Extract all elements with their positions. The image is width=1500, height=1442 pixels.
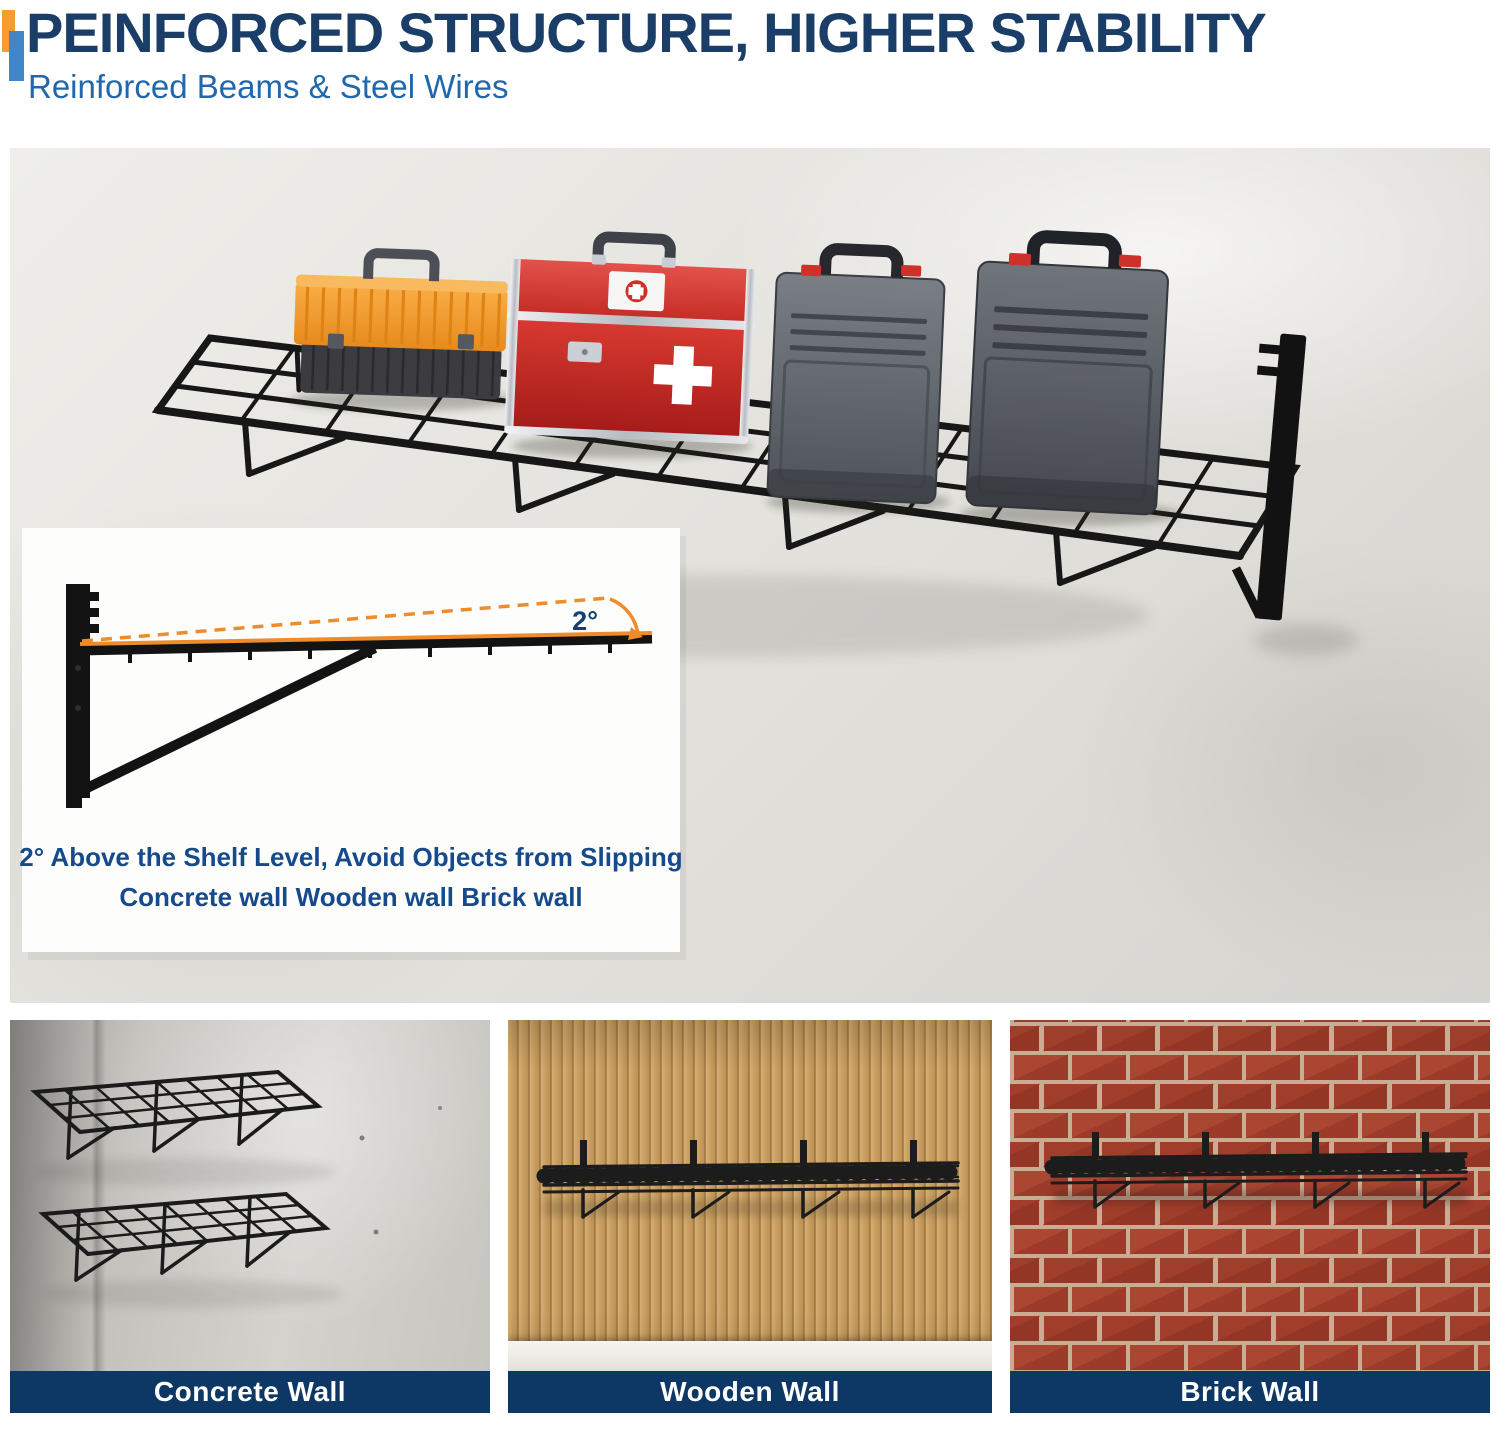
toolbox-handle (363, 248, 440, 282)
brick-shelf-svg (1044, 1132, 1474, 1209)
accent-bar-blue (9, 31, 24, 81)
angle-label: 2° (572, 606, 598, 636)
angle-diagram-inset: 2° 2° Above the Shelf Level, Avoid Objec… (19, 528, 686, 960)
red-first-aid-case (504, 231, 756, 445)
shelf-under-braces (242, 419, 1157, 586)
caption-label: Concrete Wall (153, 1376, 347, 1407)
wall-type-gallery: Concrete Wall (10, 1020, 1490, 1413)
caption-label: Brick Wall (1180, 1376, 1320, 1407)
concrete-wall-photo (10, 1020, 490, 1371)
caption-bar-brick: Brick Wall (1010, 1371, 1490, 1413)
white-cross-icon (653, 345, 713, 405)
wall-mount-bracket (1231, 333, 1307, 621)
wooden-shelf-svg (536, 1140, 966, 1219)
hero-scene-svg: 2° 2° Above the Shelf Level, Avoid Objec… (19, 230, 1358, 960)
page-subtitle: Reinforced Beams & Steel Wires (28, 67, 509, 105)
caption-bar-wooden: Wooden Wall (508, 1371, 992, 1413)
baseboard (508, 1341, 992, 1371)
brick-wall-photo (1010, 1020, 1490, 1371)
caption-bar-concrete: Concrete Wall (10, 1371, 490, 1413)
angle-annotation: 2° (79, 596, 653, 646)
gallery-panel-concrete: Concrete Wall (10, 1020, 490, 1413)
wire-shelf-front (1044, 1132, 1474, 1209)
gray-tool-case-1 (766, 243, 946, 505)
case-handle (818, 243, 904, 278)
shelf-brackets (580, 1140, 951, 1219)
gray-tool-case-2 (965, 230, 1169, 516)
header: PEINFORCED STRUCTURE, HIGHER STABILITY R… (0, 0, 1500, 148)
case-handle (592, 231, 676, 264)
wooden-wall-photo (508, 1020, 992, 1371)
case-handle (1026, 230, 1122, 269)
wire-shelf-unit (30, 1069, 323, 1160)
gallery-panel-wooden: Wooden Wall (508, 1020, 992, 1413)
inset-caption-line1: 2° Above the Shelf Level, Avoid Objects … (19, 842, 682, 872)
caption-label: Wooden Wall (660, 1376, 840, 1407)
inset-caption-line2: Concrete wall Wooden wall Brick wall (119, 882, 582, 912)
concrete-shelves-svg (30, 1069, 442, 1308)
page-title: PEINFORCED STRUCTURE, HIGHER STABILITY (26, 1, 1267, 64)
hero-photo: 2° 2° Above the Shelf Level, Avoid Objec… (10, 148, 1490, 1003)
shelf-brackets (1092, 1132, 1461, 1209)
bracket-side-view (66, 584, 653, 808)
wire-shelf-front (536, 1140, 966, 1219)
gallery-panel-brick: Brick Wall (1010, 1020, 1490, 1413)
orange-toolbox (293, 248, 508, 400)
